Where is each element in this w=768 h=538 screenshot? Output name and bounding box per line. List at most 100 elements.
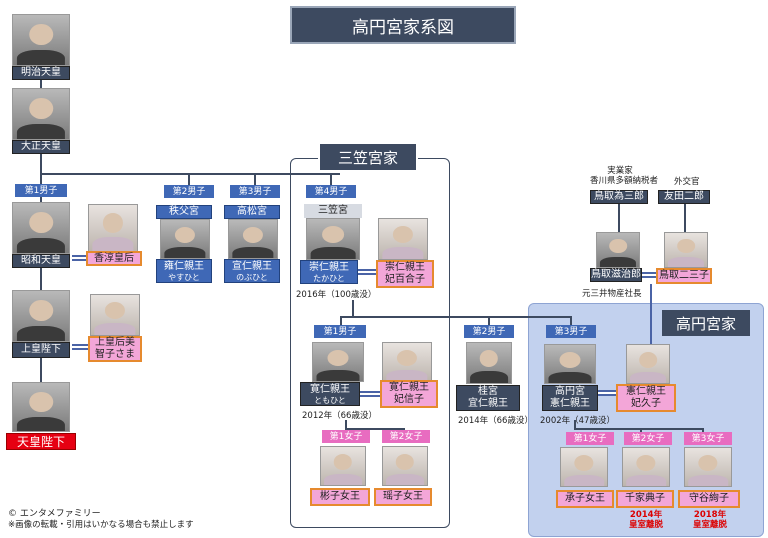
norihito-photo — [544, 344, 596, 384]
tsuguko-photo — [560, 447, 608, 487]
relation-tomohito-daughter2: 第2女子 — [382, 430, 430, 443]
nobuko-photo — [382, 342, 432, 382]
mikasa-title: 三笠宮 — [304, 204, 362, 218]
noriko-leave-note: 2014年皇室離脱 — [628, 510, 663, 530]
connector — [574, 420, 576, 430]
relation-son4: 第4男子 — [306, 185, 356, 198]
connector — [702, 428, 704, 432]
taisho-photo — [12, 88, 70, 140]
katsura-label: 桂宮宜仁親王 — [456, 385, 520, 411]
meiji-photo — [12, 14, 70, 66]
norihito-label: 高円宮憲仁親王 — [542, 385, 598, 411]
ayako-label: 守谷絢子 — [678, 490, 740, 508]
tottori-fujiko-photo — [664, 232, 708, 268]
connector — [570, 316, 572, 326]
copyright-text: © エンタメファミリー — [8, 509, 101, 519]
joko-photo — [12, 290, 70, 342]
katsura-photo — [466, 342, 512, 384]
connector — [345, 420, 347, 430]
connector — [618, 204, 620, 232]
relation-mikasa-son1: 第1男子 — [314, 325, 366, 338]
marriage-line — [357, 269, 377, 275]
takamatsu-label: 宣仁親王のぶひと — [224, 259, 280, 283]
tomoda-jiro-label: 友田二郎 — [658, 190, 710, 204]
relation-norihito-daughter2: 第2女子 — [624, 432, 672, 445]
jokogo-label: 上皇后美智子さま — [88, 336, 142, 362]
tottori-shigejiro-photo — [596, 232, 640, 268]
joko-label: 上皇陛下 — [12, 342, 70, 358]
relation-norihito-daughter1: 第1女子 — [566, 432, 614, 445]
tottori-fujiko-label: 鳥取二三子 — [656, 268, 712, 284]
relation-mikasa-son3: 第3男子 — [546, 325, 596, 338]
takamatsu-photo — [228, 219, 278, 259]
showa-photo — [12, 202, 70, 254]
jikka-note: 実業家香川県多額納税者 — [590, 166, 659, 186]
mikasa-house-label: 三笠宮家 — [318, 142, 418, 172]
ayako-photo — [684, 447, 732, 487]
connector — [254, 173, 256, 185]
takahito-label: 崇仁親王たかひと — [300, 260, 358, 284]
connector — [40, 173, 340, 175]
tsuguko-label: 承子女王 — [556, 490, 614, 508]
connector — [352, 300, 354, 318]
akiko-photo — [320, 446, 366, 486]
takahito-photo — [306, 218, 360, 260]
norihito-death-note: 2002年（47歳没） — [540, 416, 615, 426]
yuriko-label: 崇仁親王妃百合子 — [376, 260, 434, 288]
tomohito-label: 寛仁親王ともひと — [300, 382, 360, 406]
marriage-line — [597, 390, 617, 396]
connector — [40, 154, 42, 202]
mitsui-note: 元三井物産社長 — [582, 289, 642, 299]
marriage-line — [72, 255, 88, 261]
relation-son1: 第1男子 — [15, 184, 67, 197]
takahito-death-note: 2016年（100歳没） — [296, 290, 377, 300]
connector — [574, 428, 704, 430]
connector — [330, 173, 332, 185]
chichibu-title: 秩父宮 — [156, 205, 212, 219]
connector — [40, 268, 42, 290]
hisako-photo — [626, 344, 670, 384]
tenno-label: 天皇陛下 — [6, 433, 76, 450]
katsura-death-note: 2014年（66歳没） — [458, 416, 533, 426]
takamado-house-label: 高円宮家 — [662, 310, 750, 336]
marriage-line — [72, 344, 90, 350]
jokogo-photo — [90, 294, 140, 336]
connector — [345, 428, 405, 430]
relation-son2: 第2男子 — [164, 185, 214, 198]
relation-mikasa-son2: 第2男子 — [464, 325, 514, 338]
connector — [188, 173, 190, 185]
connector — [340, 316, 572, 318]
connector — [40, 80, 42, 90]
relation-norihito-daughter3: 第3女子 — [684, 432, 732, 445]
takamatsu-title: 高松宮 — [224, 205, 280, 219]
ayako-leave-note: 2018年皇室離脱 — [692, 510, 727, 530]
hisako-label: 憲仁親王妃久子 — [616, 384, 676, 412]
nobuko-label: 寛仁親王妃信子 — [380, 380, 438, 408]
tenno-photo — [12, 382, 70, 432]
connector — [640, 428, 642, 432]
yuriko-photo — [378, 218, 428, 260]
marriage-line — [638, 272, 658, 278]
taisho-label: 大正天皇 — [12, 140, 70, 154]
akiko-label: 彬子女王 — [310, 488, 370, 506]
meiji-label: 明治天皇 — [12, 66, 70, 80]
tottori-tamesaburo-label: 鳥取為三郎 — [590, 190, 648, 204]
yoko-photo — [382, 446, 428, 486]
yoko-label: 瑶子女王 — [374, 488, 432, 506]
noriko-label: 千家典子 — [616, 490, 674, 508]
page-title: 高円宮家系図 — [290, 6, 516, 44]
connector — [340, 316, 342, 326]
chichibu-photo — [160, 219, 210, 259]
noriko-photo — [622, 447, 670, 487]
chichibu-label: 雍仁親王やすひと — [156, 259, 212, 283]
showa-label: 昭和天皇 — [12, 254, 70, 268]
tomohito-death-note: 2012年（66歳没） — [302, 411, 377, 421]
prohibit-text: ※画像の転載・引用はいかなる場合も禁止します — [8, 520, 194, 530]
tottori-shigejiro-label: 鳥取滋治郎 — [590, 268, 642, 282]
connector — [650, 284, 652, 344]
relation-son3: 第3男子 — [230, 185, 280, 198]
marriage-line — [360, 391, 380, 397]
gaikokan-note: 外交官 — [674, 177, 700, 187]
relation-tomohito-daughter1: 第1女子 — [322, 430, 370, 443]
kojun-photo — [88, 204, 138, 252]
